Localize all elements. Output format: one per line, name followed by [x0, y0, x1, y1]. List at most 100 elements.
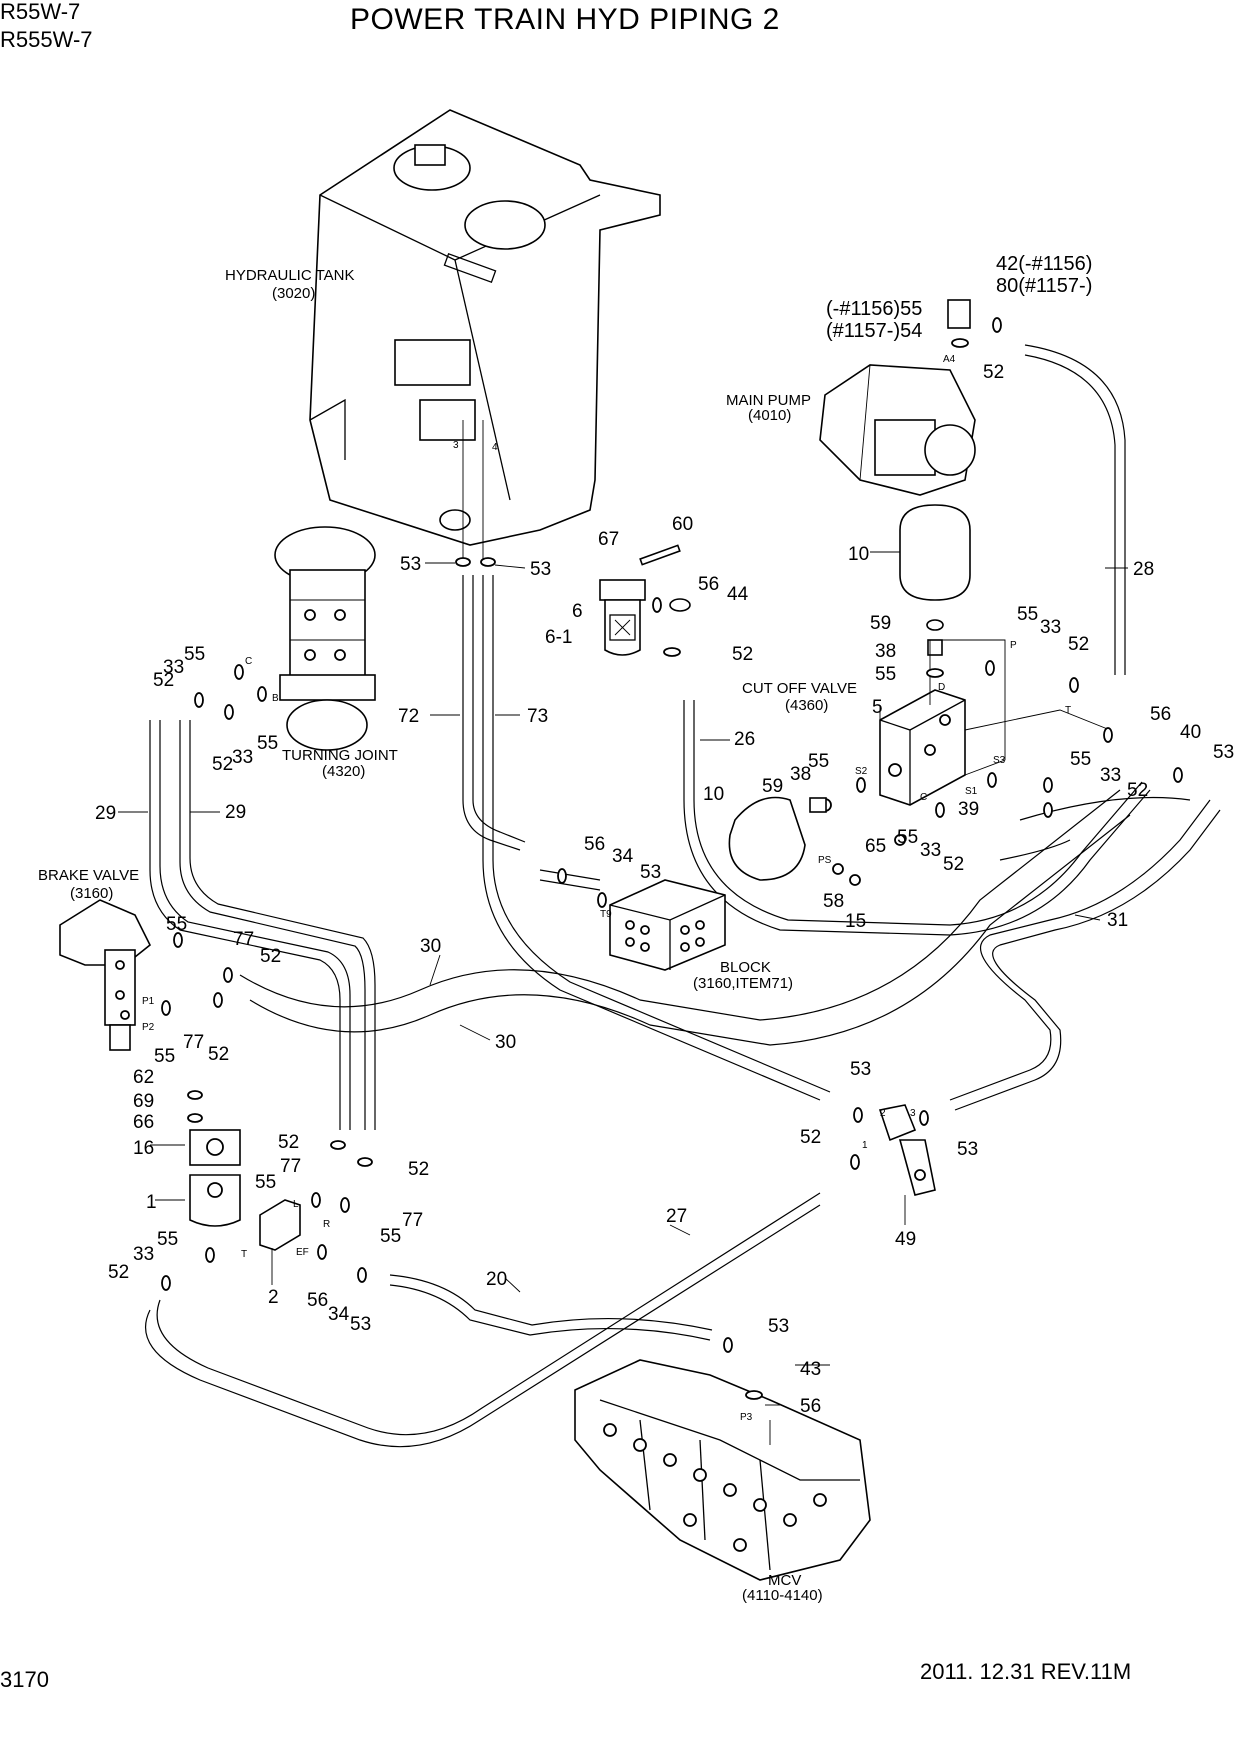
brake-valve-label: BRAKE VALVE	[38, 867, 139, 884]
part-label-56: 56	[800, 1396, 821, 1417]
part-label-33: 33	[1100, 765, 1121, 786]
tee-fitting	[878, 1104, 936, 1196]
priority-valve	[189, 1129, 301, 1251]
part-number-labels: 53 53 72 73 52 33 55 52 33 55 29 29 60 6…	[95, 362, 1234, 1417]
part-label-52: 52	[108, 1262, 129, 1283]
hydraulic-tank-code: (3020)	[272, 285, 315, 302]
serial-note-55: (-#1156)55	[826, 298, 922, 320]
port-label-p: P	[1010, 640, 1017, 651]
brake-valve-code: (3160)	[70, 885, 113, 902]
serial-note-42: 42(-#1156)	[996, 253, 1092, 275]
part-label-56: 56	[307, 1290, 328, 1311]
port-label-ps: PS	[818, 855, 832, 866]
cut-off-valve-label: CUT OFF VALVE	[742, 680, 857, 697]
part-label-38: 38	[790, 764, 811, 785]
port-label-t: T	[1065, 705, 1071, 716]
port-label-p2: P2	[142, 1022, 155, 1033]
port-label-p1: P1	[142, 996, 155, 1007]
part-label-33: 33	[232, 747, 253, 768]
part-label-77: 77	[402, 1210, 423, 1231]
block-code: (3160,ITEM71)	[693, 975, 793, 992]
part-label-30: 30	[420, 936, 441, 957]
page-title: POWER TRAIN HYD PIPING 2	[350, 3, 780, 36]
part-label-26: 26	[734, 729, 755, 750]
part-label-53: 53	[850, 1059, 871, 1080]
accumulator-upper	[899, 504, 971, 656]
port-label-l: L	[293, 1199, 299, 1210]
part-label-55: 55	[184, 644, 205, 665]
block-label: BLOCK	[720, 959, 771, 976]
part-label-53: 53	[768, 1316, 789, 1337]
cut-off-valve-code: (4360)	[785, 697, 828, 714]
part-label-52: 52	[943, 854, 964, 875]
revision-label: 2011. 12.31 REV.11M	[920, 1659, 1132, 1684]
part-label-55: 55	[157, 1229, 178, 1250]
part-label-55: 55	[1070, 749, 1091, 770]
part-label-52: 52	[983, 362, 1004, 383]
part-label-10: 10	[703, 784, 724, 805]
port-label-4: 4	[492, 442, 498, 453]
o-rings	[161, 317, 1183, 1400]
main-pump	[819, 299, 976, 496]
port-label-c: C	[245, 656, 252, 667]
part-label-52: 52	[732, 644, 753, 665]
turning-joint-label: TURNING JOINT	[282, 747, 398, 764]
part-label-1: 1	[146, 1192, 157, 1213]
part-label-52: 52	[800, 1127, 821, 1148]
port-label-t-priority: T	[241, 1249, 247, 1260]
part-label-59: 59	[870, 613, 891, 634]
part-label-38: 38	[875, 641, 896, 662]
serial-note-54: (#1157-)54	[826, 320, 922, 342]
part-label-52: 52	[153, 670, 174, 691]
part-label-28: 28	[1133, 559, 1154, 580]
part-label-53: 53	[400, 554, 421, 575]
part-label-5: 5	[872, 697, 883, 718]
filter-assembly	[599, 544, 691, 656]
component-labels: HYDRAULIC TANK (3020) MAIN PUMP (4010) C…	[38, 267, 857, 1604]
part-label-40: 40	[1180, 722, 1201, 743]
port-label-p3: P3	[740, 1412, 753, 1423]
part-label-31: 31	[1107, 910, 1128, 931]
cut-off-valve	[879, 639, 1111, 806]
part-label-30: 30	[495, 1032, 516, 1053]
part-label-77: 77	[183, 1032, 204, 1053]
part-label-33: 33	[920, 840, 941, 861]
part-label-52: 52	[278, 1132, 299, 1153]
port-label-b: B	[272, 693, 279, 704]
part-label-52: 52	[260, 946, 281, 967]
part-label-55: 55	[166, 914, 187, 935]
part-label-39: 39	[958, 799, 979, 820]
part-label-15: 15	[845, 911, 866, 932]
port-label-s2: S2	[855, 766, 868, 777]
part-label-55: 55	[257, 733, 278, 754]
port-label-3: 3	[453, 440, 459, 451]
part-label-52: 52	[1127, 780, 1148, 801]
part-label-59: 59	[762, 776, 783, 797]
part-label-65: 65	[865, 836, 886, 857]
part-label-10: 10	[848, 544, 869, 565]
part-label-55: 55	[875, 664, 896, 685]
part-label-49: 49	[895, 1229, 916, 1250]
part-label-29: 29	[95, 803, 116, 824]
part-label-52: 52	[212, 754, 233, 775]
port-label-t9: T9	[600, 909, 612, 920]
part-label-56: 56	[584, 834, 605, 855]
part-label-55: 55	[808, 751, 829, 772]
part-label-55: 55	[380, 1226, 401, 1247]
part-label-72: 72	[398, 706, 419, 727]
part-label-53: 53	[350, 1314, 371, 1335]
part-label-34: 34	[328, 1304, 350, 1325]
part-label-6: 6	[572, 601, 583, 622]
page-number: 3170	[0, 1667, 49, 1692]
part-label-53: 53	[1213, 742, 1234, 763]
part-label-52: 52	[408, 1159, 429, 1180]
block	[609, 879, 726, 971]
part-label-34: 34	[612, 846, 634, 867]
turning-joint	[274, 526, 376, 751]
part-label-60: 60	[672, 514, 693, 535]
part-label-66: 66	[133, 1112, 154, 1133]
port-label-a4: A4	[943, 354, 956, 365]
part-label-55: 55	[255, 1172, 276, 1193]
turning-joint-code: (4320)	[322, 763, 365, 780]
